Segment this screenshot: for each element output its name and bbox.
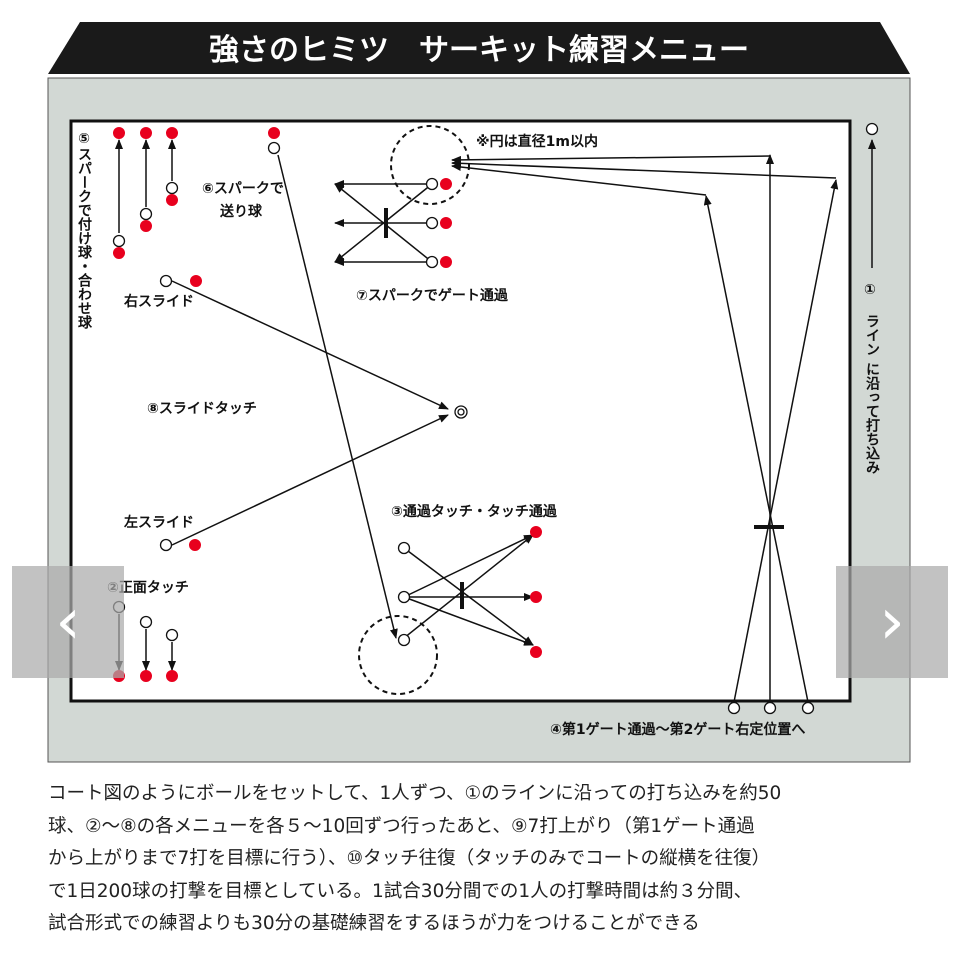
ball-red <box>530 526 542 538</box>
ball-red <box>140 127 152 139</box>
ball-red <box>113 127 125 139</box>
ball-white <box>165 181 179 195</box>
ball-white <box>165 628 179 642</box>
ball-red <box>440 256 452 268</box>
left-slide-label: 左スライド <box>123 514 194 531</box>
drill-5-arrows <box>115 139 176 233</box>
target-circle-bottom <box>358 615 438 695</box>
right-slide-label: 右スライド <box>123 293 194 310</box>
caption: コート図のようにボールをセットして、1人ずつ、①のラインに沿っての打ち込みを約5… <box>48 778 928 941</box>
caption-line: 球、②〜⑧の各メニューを各５〜10回ずつ行ったあと、⑨7打上がり（第1ゲート通過 <box>48 815 755 837</box>
drill-2-label: ②正面タッチ <box>107 580 189 596</box>
title-banner <box>48 22 910 74</box>
ball-red <box>268 127 280 139</box>
drill-3-label: ③通過タッチ・タッチ通過 <box>391 504 558 520</box>
chevron-right-icon: › <box>879 585 905 659</box>
ball-red <box>113 247 125 259</box>
ball-white <box>267 141 281 155</box>
drill-1-label-rest: に沿って打ち込み <box>864 362 880 474</box>
drill-7-arrows <box>334 180 433 266</box>
ball-white <box>727 701 741 715</box>
circle-note: ※円は直径1m以内 <box>476 133 598 150</box>
ball-red <box>530 591 542 603</box>
ball-red <box>166 194 178 206</box>
page-title: 強さのヒミツ サーキット練習メニュー <box>209 33 749 68</box>
ball-red <box>440 178 452 190</box>
drill-4-label: ④第1ゲート通過〜第2ゲート右定位置へ <box>550 721 805 738</box>
ball-white <box>425 216 439 230</box>
ball-white <box>763 701 777 715</box>
drill-8-label: ⑧スライドタッチ <box>147 401 257 417</box>
drill-1-label: ライン <box>864 314 880 356</box>
ball-red <box>440 217 452 229</box>
drill-3-arrows <box>403 534 534 646</box>
ball-red <box>140 220 152 232</box>
ball-red <box>166 127 178 139</box>
chevron-left-icon: ‹ <box>55 585 81 659</box>
drill-6-arrow <box>277 154 398 639</box>
caption-line: コート図のようにボールをセットして、1人ずつ、①のラインに沿っての打ち込みを約5… <box>48 783 782 804</box>
caption-line: 試合形式での練習よりも30分の基礎練習をするほうが力をつけることができる <box>48 913 700 934</box>
ball-white <box>425 177 439 191</box>
drill-4-arrows <box>451 154 839 703</box>
ball-red <box>530 646 542 658</box>
target-circle-top <box>390 125 470 205</box>
ball-red <box>140 670 152 682</box>
ball-white <box>397 590 411 604</box>
ball-white <box>397 633 411 647</box>
ball-white <box>397 541 411 555</box>
red-balls <box>113 127 542 682</box>
caption-line: から上がりまで7打を目標に行う）、⑩タッチ往復（タッチのみでコートの縦横を往復） <box>48 848 771 869</box>
drill-6-label-a: ⑥スパークで <box>202 181 284 197</box>
target-ball-inner <box>457 408 465 416</box>
caption-line: で1日200球の打撃を目標としている。1試合30分間での1人の打撃時間は約３分間… <box>48 880 753 902</box>
ball-white <box>139 207 153 221</box>
drill-7-label: ⑦スパークでゲート通過 <box>356 287 509 304</box>
prev-button[interactable]: ‹ <box>12 566 124 678</box>
next-button[interactable]: › <box>836 566 948 678</box>
drill-8-arrows <box>171 280 449 546</box>
ball-red <box>190 275 202 287</box>
ball-white <box>112 234 126 248</box>
ball-red <box>189 539 201 551</box>
ball-red <box>166 670 178 682</box>
ball-white <box>865 122 879 136</box>
ball-white <box>139 615 153 629</box>
ball-white <box>425 255 439 269</box>
drill-6-label-b: 送り球 <box>219 203 263 220</box>
ball-white <box>159 274 173 288</box>
ball-white <box>159 538 173 552</box>
ball-white <box>801 701 815 715</box>
drill-1-label-num: ① <box>864 282 876 298</box>
drill-5-label: ⑤スパークで付け球・合わせ球 <box>76 131 92 330</box>
